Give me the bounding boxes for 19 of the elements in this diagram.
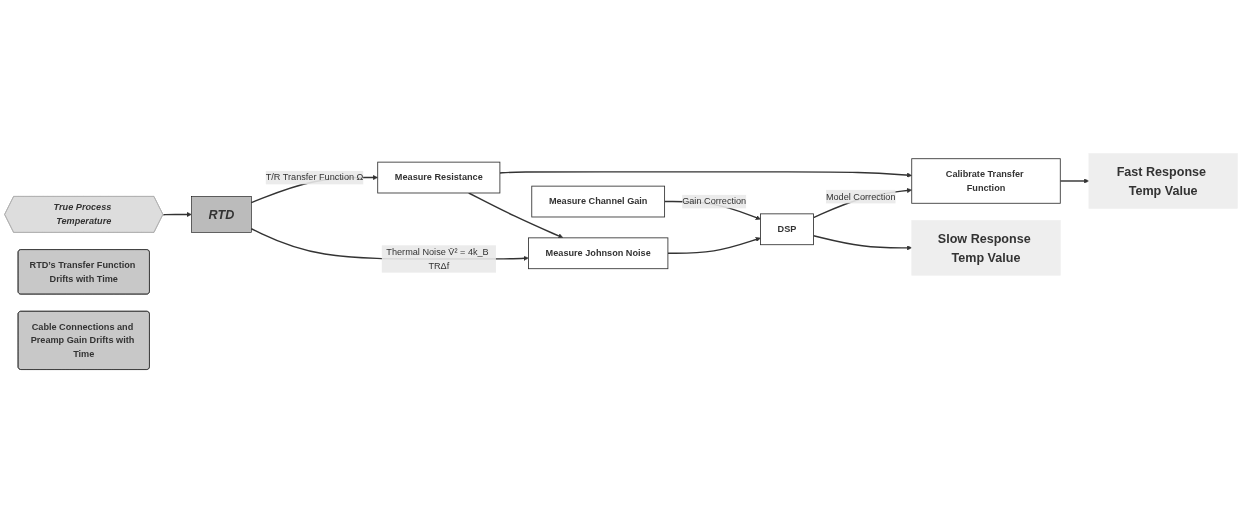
node-box: Fast Response Temp Value <box>1088 153 1238 210</box>
node-box: RTD <box>191 196 252 234</box>
arrow <box>667 237 761 255</box>
node-box: Slow Response Temp Value <box>911 220 1061 276</box>
node-box: Calibrate Transfer Function <box>911 158 1061 205</box>
edge-label: Gain Correction <box>682 196 747 207</box>
arrow <box>812 235 912 251</box>
arrow <box>162 212 192 218</box>
node-box: Measure Channel Gain <box>531 186 666 218</box>
node-box: Measure Johnson Noise <box>528 237 669 270</box>
arrow <box>1059 178 1090 184</box>
arrow <box>499 171 912 179</box>
edge-label: Model Correction <box>825 192 896 202</box>
node-box: DSP <box>760 213 814 246</box>
edge-label: Thermal Noise V̄² = 4k_B TRΔf <box>386 247 489 271</box>
edge-label: T/R Transfer Function Ω <box>265 172 364 183</box>
node-box: Measure Resistance <box>377 162 501 194</box>
arrow <box>468 192 564 239</box>
arrow <box>812 188 912 219</box>
